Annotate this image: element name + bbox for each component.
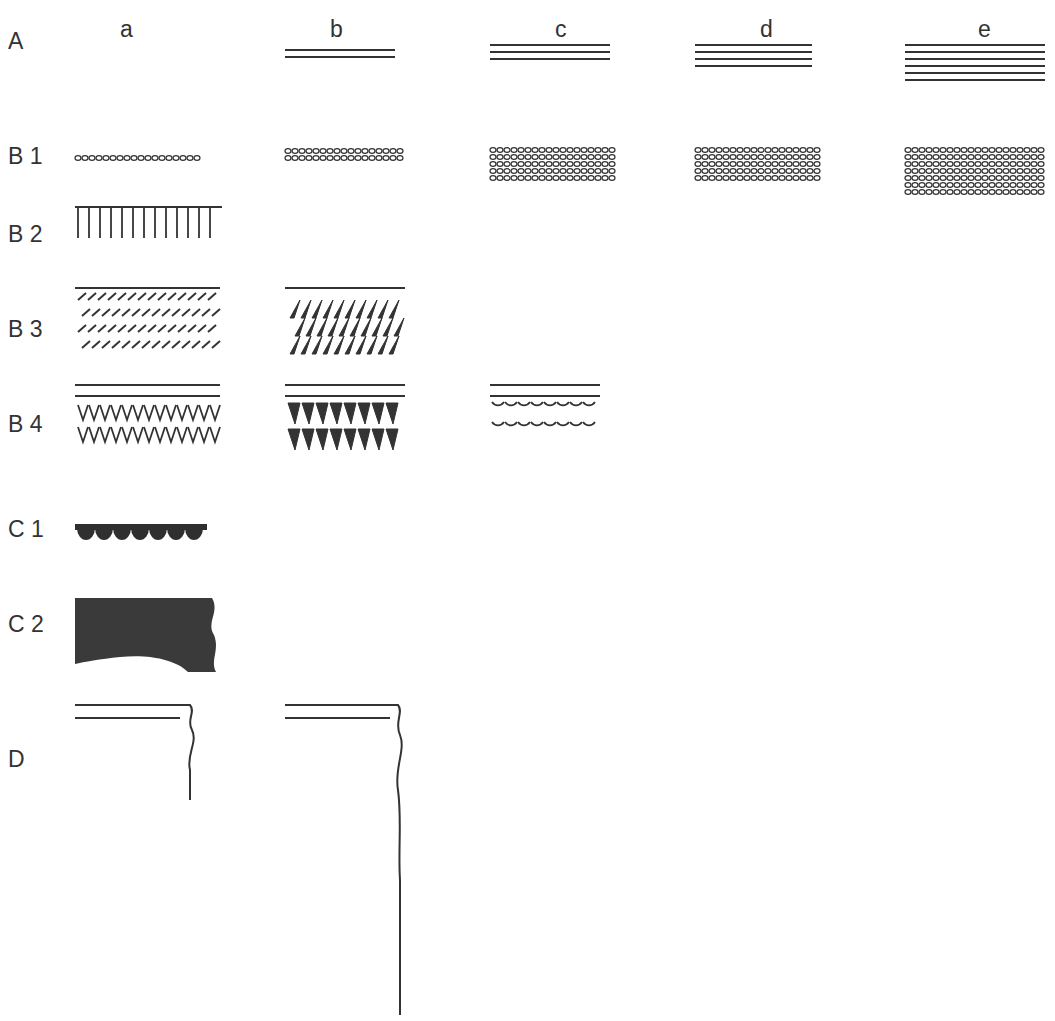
column-label: c (555, 18, 567, 41)
rim-profile (75, 705, 402, 1015)
row-label: C 1 (8, 518, 44, 541)
pattern-strokes (75, 45, 1045, 450)
scallop-pattern (75, 524, 207, 540)
row-label: D (8, 748, 25, 771)
row-label: B 2 (8, 223, 43, 246)
column-label: a (120, 18, 133, 41)
filled-band (75, 598, 216, 672)
column-label: e (978, 18, 991, 41)
row-label: A (8, 30, 23, 53)
row-label: C 2 (8, 613, 44, 636)
row-label: B 3 (8, 318, 43, 341)
column-label: b (330, 18, 343, 41)
column-label: d (760, 18, 773, 41)
row-label: B 4 (8, 413, 43, 436)
row-label: B 1 (8, 145, 43, 168)
